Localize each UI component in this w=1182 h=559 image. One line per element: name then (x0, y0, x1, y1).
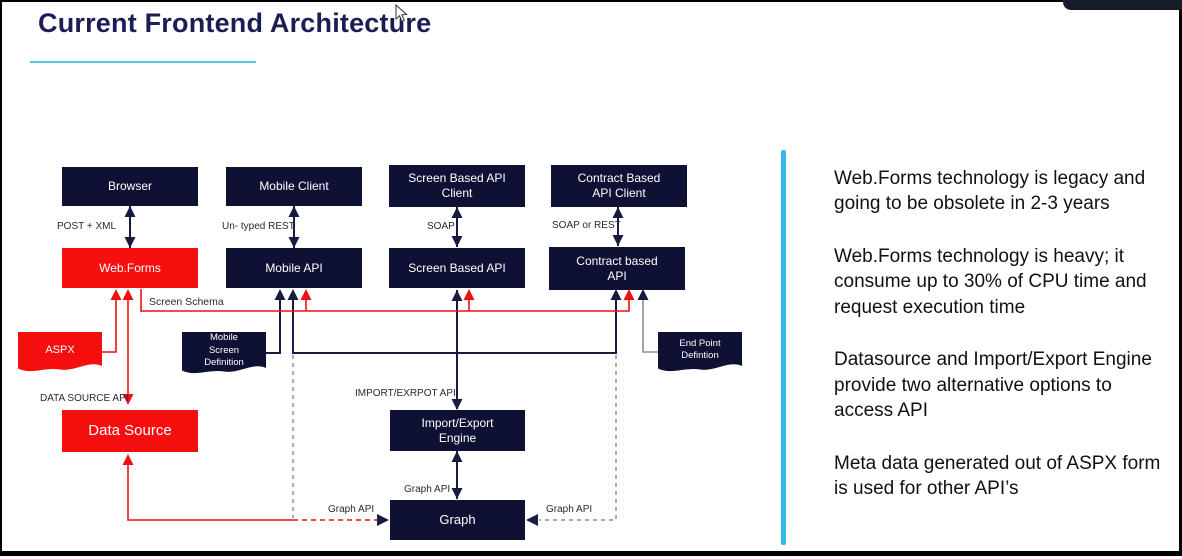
node-import-export-engine-label: Import/Export Engine (421, 415, 494, 445)
edge-label-graph-api-left: Graph API (328, 504, 375, 515)
node-browser: Browser (62, 167, 198, 206)
edge-label-untyped-rest: Un- typed REST (222, 221, 295, 232)
node-mobile-api-label: Mobile API (265, 260, 323, 275)
node-screen-based-api-client: Screen Based API Client (389, 165, 525, 207)
node-contract-based-api-client: Contract Based API Client (551, 165, 687, 207)
edge-label-screen-schema: Screen Schema (149, 296, 224, 308)
doc-aspx: ASPX (18, 332, 102, 374)
notes-column: Web.Forms technology is legacy and going… (834, 166, 1170, 529)
node-contract-based-api: Contract based API (549, 247, 685, 290)
page-title: Current Frontend Architecture (38, 8, 432, 38)
frame-bottom (0, 551, 1182, 556)
frame-left (0, 0, 2, 556)
doc-aspx-label: ASPX (45, 343, 75, 356)
doc-mobile-screen-definition-label: Mobile Screen Definition (204, 332, 244, 369)
section-divider (781, 150, 786, 545)
edge-label-soap: SOAP (427, 221, 455, 232)
node-mobile-client: Mobile Client (226, 167, 362, 206)
edge-label-data-source-api: DATA SOURCE API (40, 393, 129, 404)
node-screen-based-api-label: Screen Based API (408, 260, 506, 275)
document-shape (182, 332, 266, 374)
node-contract-based-api-client-label: Contract Based API Client (577, 171, 661, 200)
frame-right (1179, 0, 1182, 556)
note-paragraph: Web.Forms technology is legacy and going… (834, 168, 1146, 215)
note-paragraph: Web.Forms technology is heavy; it consum… (834, 245, 1147, 318)
node-data-source: Data Source (62, 410, 198, 452)
edge-label-import-export-api: IMPORT/EXRPOT API (355, 388, 456, 399)
node-import-export-engine: Import/Export Engine (390, 410, 525, 451)
overlay-toolbar-stub (1063, 0, 1182, 10)
endpoint-connector (642, 292, 658, 353)
note-paragraph: Datasource and Import/Export Engine prov… (834, 349, 1152, 422)
node-screen-based-api: Screen Based API (389, 248, 525, 288)
red-connectors (102, 289, 630, 521)
doc-mobile-screen-definition: Mobile Screen Definition (182, 332, 266, 376)
edge-label-graph-api-mid: Graph API (404, 484, 451, 495)
node-mobile-client-label: Mobile Client (259, 179, 329, 193)
node-browser-label: Browser (107, 179, 152, 193)
node-graph: Graph (390, 500, 525, 540)
node-screen-based-api-client-label: Screen Based API Client (408, 171, 506, 200)
node-data-source-label: Data Source (88, 421, 172, 439)
node-graph-label: Graph (439, 511, 476, 527)
document-shape (658, 332, 742, 372)
edge-label-graph-api-right: Graph API (546, 504, 593, 515)
node-contract-based-api-label: Contract based API (576, 253, 658, 283)
doc-end-point-definition-label: End Point Defintion (679, 337, 721, 362)
note-paragraph: Meta data generated out of ASPX form is … (834, 452, 1161, 500)
edge-label-soap-or-rest: SOAP or REST (552, 220, 621, 231)
doc-end-point-definition: End Point Defintion (658, 332, 742, 374)
mouse-cursor-icon (395, 4, 408, 23)
node-webforms-label: Web.Forms (99, 260, 161, 275)
edge-label-post-xml: POST + XML (57, 221, 117, 232)
node-mobile-api: Mobile API (226, 248, 362, 288)
frame-top (0, 0, 1182, 2)
title-underline (30, 61, 256, 63)
document-shape (18, 332, 102, 372)
node-webforms: Web.Forms (62, 248, 198, 288)
